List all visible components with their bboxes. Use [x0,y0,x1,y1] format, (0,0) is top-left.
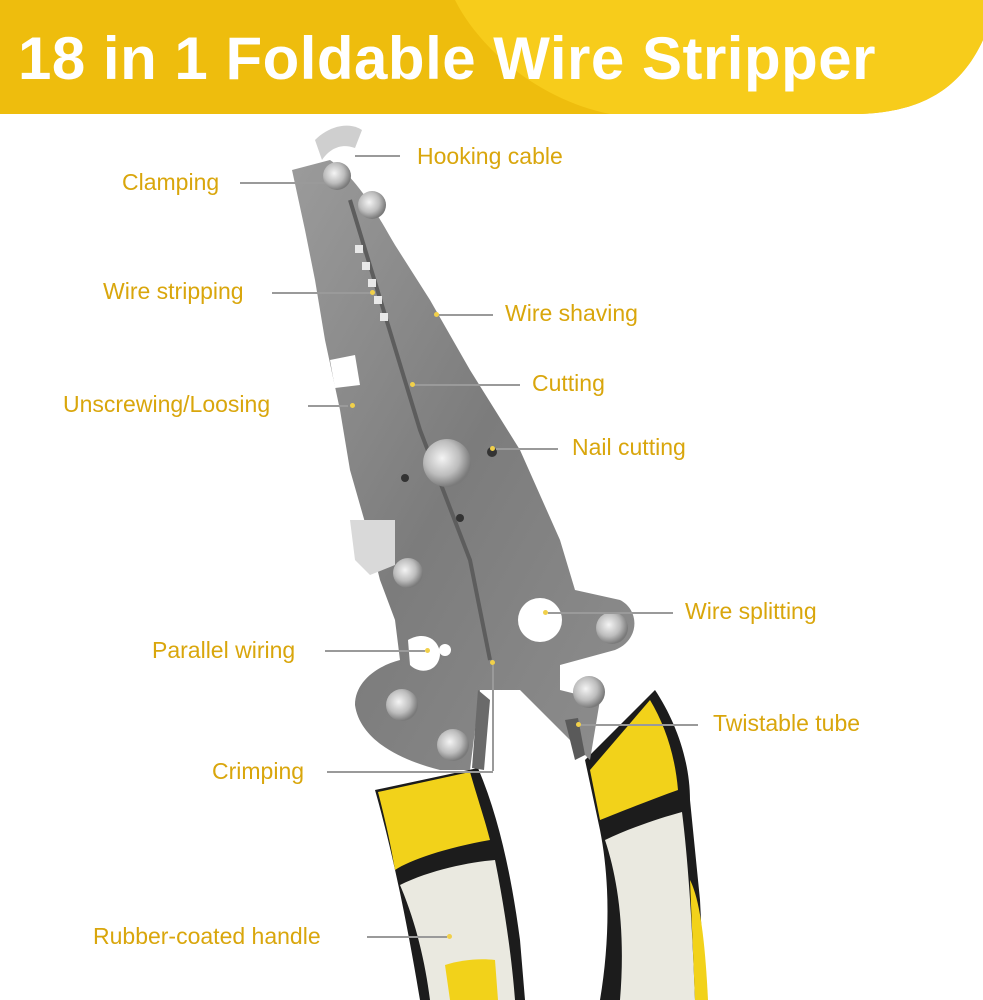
hooking-cable-leader [355,155,400,157]
rubber-coated-handle-label: Rubber-coated handle [93,923,321,949]
nail-cutting-label: Nail cutting [572,434,686,460]
wire-splitting-dot [543,610,548,615]
unscrewing-loosing-dot [350,403,355,408]
unscrewing-loosing-label: Unscrewing/Loosing [63,391,271,417]
wire-stripping-label: Wire stripping [103,278,244,304]
crimping-leader [327,771,493,773]
twistable-tube-dot [576,722,581,727]
parallel-wiring-leader [325,650,425,652]
nail-cutting-dot [490,446,495,451]
right-handle [585,690,708,1000]
cutting-leader [414,384,520,386]
hooking-cable-label: Hooking cable [417,143,563,169]
wire-splitting-label: Wire splitting [685,598,817,624]
wire-shaving-leader [438,314,493,316]
left-handle [375,768,525,1000]
parallel-wiring-dot [425,648,430,653]
wire-stripping-leader [272,292,372,294]
parallel-wiring-label: Parallel wiring [152,637,296,663]
nail-cutting-leader [496,448,558,450]
wire-splitting-leader [548,612,673,614]
crimping-leader-vertical [492,665,494,771]
clamping-leader [240,182,325,184]
steel-jaws [292,125,635,770]
cutting-label: Cutting [532,370,605,396]
clamping-label: Clamping [122,169,220,195]
rubber-coated-handle-leader [367,936,447,938]
crimping-dot [490,660,495,665]
cutting-dot [410,382,415,387]
title-banner [0,0,983,114]
twistable-tube-leader [580,724,698,726]
crimping-label: Crimping [212,758,305,784]
wire-stripping-dot [370,290,375,295]
rubber-coated-handle-dot [447,934,452,939]
twistable-tube-label: Twistable tube [713,710,861,736]
wire-shaving-label: Wire shaving [505,300,638,326]
wire-shaving-dot [434,312,439,317]
unscrewing-loosing-leader [308,405,348,407]
page-title: 18 in 1 Foldable Wire Stripper [18,25,876,92]
